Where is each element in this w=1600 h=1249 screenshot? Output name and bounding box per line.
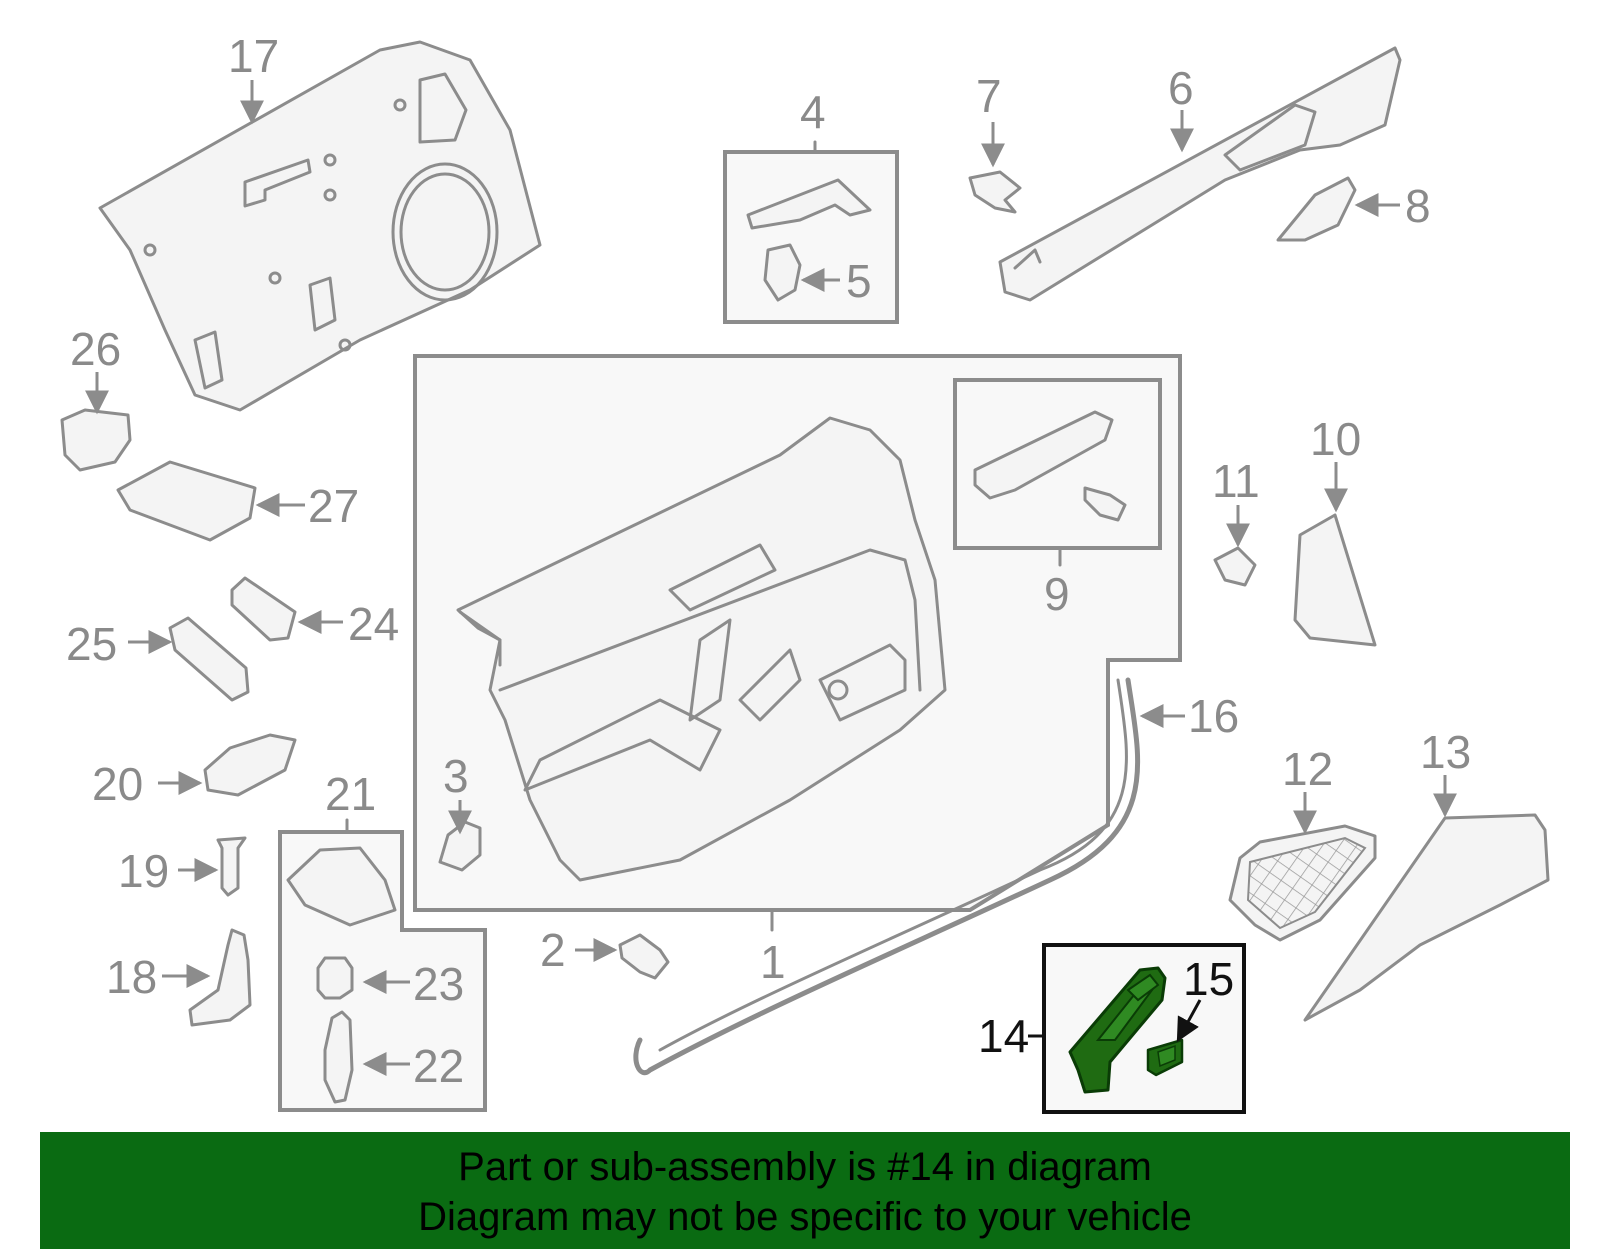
part-10-cover (1293, 513, 1377, 647)
part-4-bracket (746, 178, 872, 230)
part-26-switch (60, 408, 132, 472)
callout-12: 12 (1282, 743, 1333, 795)
part-24-switch (230, 576, 297, 642)
callout-2: 2 (540, 924, 566, 976)
callout-22: 22 (413, 1040, 464, 1092)
callout-8: 8 (1405, 180, 1431, 232)
callout-14: 14 (978, 1010, 1029, 1062)
callout-18: 18 (106, 951, 157, 1003)
part-2-screw (618, 933, 670, 980)
part-12-speaker-grille (1228, 824, 1377, 942)
part-13-trim (1303, 813, 1550, 1022)
banner-line-1: Part or sub-assembly is #14 in diagram (458, 1145, 1152, 1189)
part-20-bracket (203, 733, 297, 797)
part-14-window-switch-panel[interactable] (1068, 966, 1167, 1094)
part-17-inner-panel (98, 40, 542, 412)
callout-27: 27 (308, 480, 359, 532)
part-1-door-trim-panel (456, 416, 947, 882)
inset-box-4 (723, 150, 899, 324)
callout-24: 24 (348, 598, 399, 650)
parts-diagram: 17 4 5 7 6 8 1 3 9 (60, 30, 1550, 1114)
callout-7: 7 (976, 70, 1002, 122)
part-5-clip (763, 243, 802, 302)
callout-15: 15 (1183, 953, 1234, 1005)
part-7-clip (968, 170, 1022, 214)
callout-26: 26 (70, 323, 121, 375)
callout-13: 13 (1420, 726, 1471, 778)
part-16-weatherstrip (633, 677, 1141, 1075)
callout-6: 6 (1168, 62, 1194, 114)
callout-23: 23 (413, 958, 464, 1010)
part-25-button (168, 616, 250, 702)
callout-1: 1 (760, 936, 786, 988)
part-9-screw (1083, 486, 1127, 522)
callout-20: 20 (92, 758, 143, 810)
callout-9: 9 (1044, 568, 1070, 620)
callout-11: 11 (1212, 455, 1260, 507)
callout-16: 16 (1188, 690, 1239, 742)
callout-25: 25 (66, 618, 117, 670)
banner-line-2: Diagram may not be specific to your vehi… (418, 1195, 1192, 1239)
part-15-switch[interactable] (1146, 1038, 1184, 1077)
callout-5: 5 (846, 255, 872, 307)
callout-10: 10 (1310, 413, 1361, 465)
callout-19: 19 (118, 845, 169, 897)
callout-3: 3 (443, 750, 469, 802)
part-27-module (116, 460, 257, 542)
part-19-pin (216, 836, 247, 897)
part-21-lamp (286, 846, 397, 927)
part-23-socket (316, 956, 354, 1000)
part-11-clip (1213, 546, 1257, 587)
callout-17: 17 (228, 30, 279, 82)
part-22-bulb (323, 1010, 354, 1104)
part-18-actuator (188, 928, 252, 1027)
info-banner: Part or sub-assembly is #14 in diagram D… (40, 1132, 1570, 1249)
callout-21: 21 (325, 768, 376, 820)
part-6-upper-trim (998, 46, 1402, 302)
part-8-trim (1276, 176, 1357, 242)
part-9-handle (973, 410, 1114, 500)
callout-4: 4 (800, 86, 826, 138)
